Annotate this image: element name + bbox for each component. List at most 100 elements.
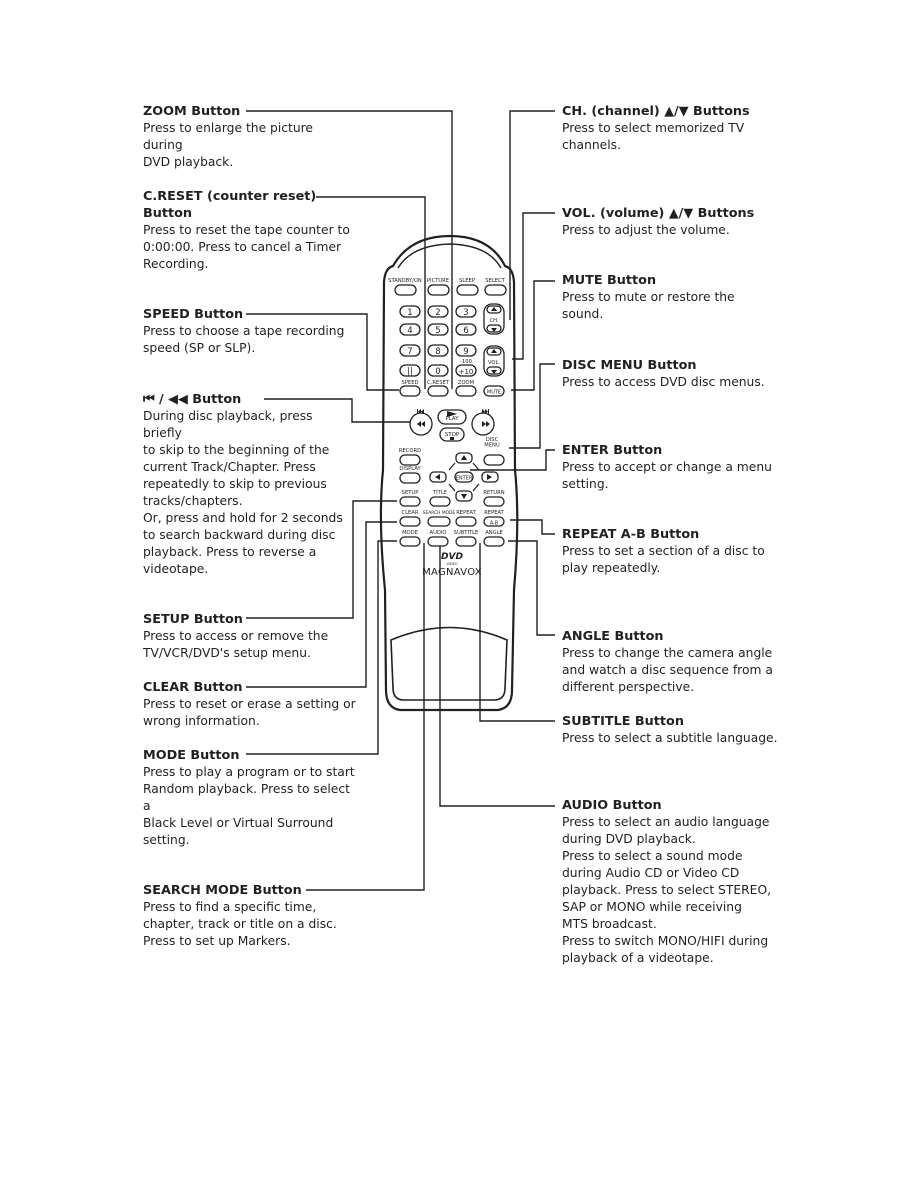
svg-text:ANGLE: ANGLE	[485, 530, 503, 536]
svg-text:MODE: MODE	[402, 530, 418, 536]
svg-text:RECORD: RECORD	[399, 448, 421, 454]
svg-text:7: 7	[407, 347, 412, 357]
callout-desc: Press to reset or erase a setting or wro…	[143, 697, 356, 728]
svg-text:1: 1	[407, 308, 412, 318]
callout-title: SEARCH MODE Button	[143, 883, 302, 898]
callout-creset: C.RESET (counter reset) Button Press to …	[143, 188, 353, 273]
stop-button	[439, 427, 465, 442]
callout-discmenu: DISC MENU Button Press to access DVD dis…	[562, 357, 792, 391]
svg-text:SETUP: SETUP	[402, 490, 419, 496]
svg-text:SPEED: SPEED	[402, 380, 419, 386]
callout-title: CLEAR Button	[143, 680, 243, 695]
leader-angle	[508, 540, 555, 636]
svg-text:||: ||	[407, 367, 413, 377]
leader-repeatab	[510, 519, 555, 535]
callout-desc: Press to change the camera angle and wat…	[562, 646, 773, 694]
callout-mute: MUTE Button Press to mute or restore the…	[562, 272, 792, 323]
play-button	[437, 409, 467, 425]
audio-button	[427, 536, 449, 547]
svg-text:-100: -100	[460, 359, 472, 365]
svg-text:RETURN: RETURN	[483, 490, 504, 496]
repeat-ab-button	[483, 516, 505, 527]
battery-window	[390, 626, 508, 701]
callout-zoom: ZOOM Button Press to enlarge the picture…	[143, 103, 353, 171]
callout-title: SETUP Button	[143, 612, 243, 627]
callout-desc: During disc playback, press briefly to s…	[143, 409, 343, 576]
callout-mode: MODE Button Press to play a program or t…	[143, 747, 358, 849]
leader-audio	[439, 543, 555, 807]
display-button	[399, 472, 421, 484]
leader-setup	[246, 500, 397, 619]
svg-text:DISPLAY: DISPLAY	[399, 466, 421, 472]
standby-button	[394, 284, 417, 296]
leader-ch	[509, 110, 555, 320]
svg-text:9: 9	[463, 347, 468, 357]
callout-ch: CH. (channel) ▲/▼ Buttons Press to selec…	[562, 103, 792, 154]
svg-text:CH.: CH.	[489, 318, 498, 324]
select-button	[484, 284, 507, 296]
callout-title: ENTER Button	[562, 443, 663, 458]
callout-setup: SETUP Button Press to access or remove t…	[143, 611, 353, 662]
disc-menu-button	[483, 454, 505, 466]
svg-text:MUTE: MUTE	[487, 390, 501, 396]
svg-text:MAGNAVOX: MAGNAVOX	[422, 567, 482, 578]
svg-text:2: 2	[435, 308, 440, 318]
callout-searchmode: SEARCH MODE Button Press to find a speci…	[143, 882, 358, 950]
leader-mute	[511, 280, 555, 391]
callout-desc: Press to access or remove the TV/VCR/DVD…	[143, 629, 329, 660]
enter-button	[454, 471, 474, 483]
callout-title: REPEAT A-B Button	[562, 527, 700, 542]
callout-desc: Press to select a subtitle language.	[562, 731, 778, 745]
callout-title: DISC MENU Button	[562, 358, 697, 373]
callout-speed: SPEED Button Press to choose a tape reco…	[143, 306, 353, 357]
callout-desc: Press to accept or change a menu setting…	[562, 460, 772, 491]
callout-desc: Press to access DVD disc menus.	[562, 375, 765, 389]
sleep-button	[456, 284, 479, 296]
svg-text:SELECT: SELECT	[485, 278, 505, 284]
svg-text:A-B: A-B	[490, 521, 499, 527]
svg-text:8: 8	[435, 347, 440, 357]
callout-prev: ⏮ / ◀◀ Button During disc playback, pres…	[143, 391, 353, 578]
record-button	[399, 454, 421, 466]
callout-desc: Press to set a section of a disc to play…	[562, 544, 765, 575]
callout-title: MODE Button	[143, 748, 240, 763]
setup-button	[399, 496, 421, 507]
callout-desc: Press to enlarge the picture during DVD …	[143, 121, 313, 169]
callout-title: AUDIO Button	[562, 798, 662, 813]
zoom-button	[455, 385, 477, 397]
repeat-button	[455, 516, 477, 527]
svg-text:VIDEO: VIDEO	[446, 562, 457, 566]
mute-button	[483, 385, 505, 397]
svg-text:6: 6	[463, 326, 468, 336]
callout-title: SPEED Button	[143, 307, 244, 322]
svg-text:STANDBY/ON: STANDBY/ON	[388, 278, 422, 284]
svg-text:SEARCH MODE: SEARCH MODE	[423, 510, 456, 516]
callout-desc: Press to find a specific time, chapter, …	[143, 900, 337, 948]
callout-audio: AUDIO Button Press to select an audio la…	[562, 797, 802, 967]
clear-button	[399, 516, 421, 527]
speed-button	[399, 385, 421, 397]
leader-zoom	[246, 110, 453, 389]
creset-button	[427, 385, 449, 397]
title-button	[429, 496, 451, 507]
svg-text:REPEAT: REPEAT	[484, 510, 504, 516]
callout-repeatab: REPEAT A-B Button Press to set a section…	[562, 526, 792, 577]
svg-text:ENTER: ENTER	[456, 476, 473, 482]
svg-text:ZOOM: ZOOM	[458, 380, 474, 386]
svg-text:SUBTITLE: SUBTITLE	[454, 530, 479, 536]
svg-text:STOP: STOP	[445, 432, 460, 438]
callout-enter: ENTER Button Press to accept or change a…	[562, 442, 792, 493]
callout-title: CH. (channel) ▲/▼ Buttons	[562, 104, 750, 119]
svg-text:3: 3	[463, 308, 468, 318]
picture-button	[427, 284, 450, 296]
mode-button	[399, 536, 421, 547]
callout-desc: Press to mute or restore the sound.	[562, 290, 735, 321]
callout-desc: Press to reset the tape counter to 0:00:…	[143, 223, 350, 271]
callout-desc: Press to choose a tape recording speed (…	[143, 324, 345, 355]
leader-discmenu	[509, 363, 555, 449]
leader-prev	[264, 398, 420, 423]
callout-subtitle: SUBTITLE Button Press to select a subtit…	[562, 713, 802, 747]
